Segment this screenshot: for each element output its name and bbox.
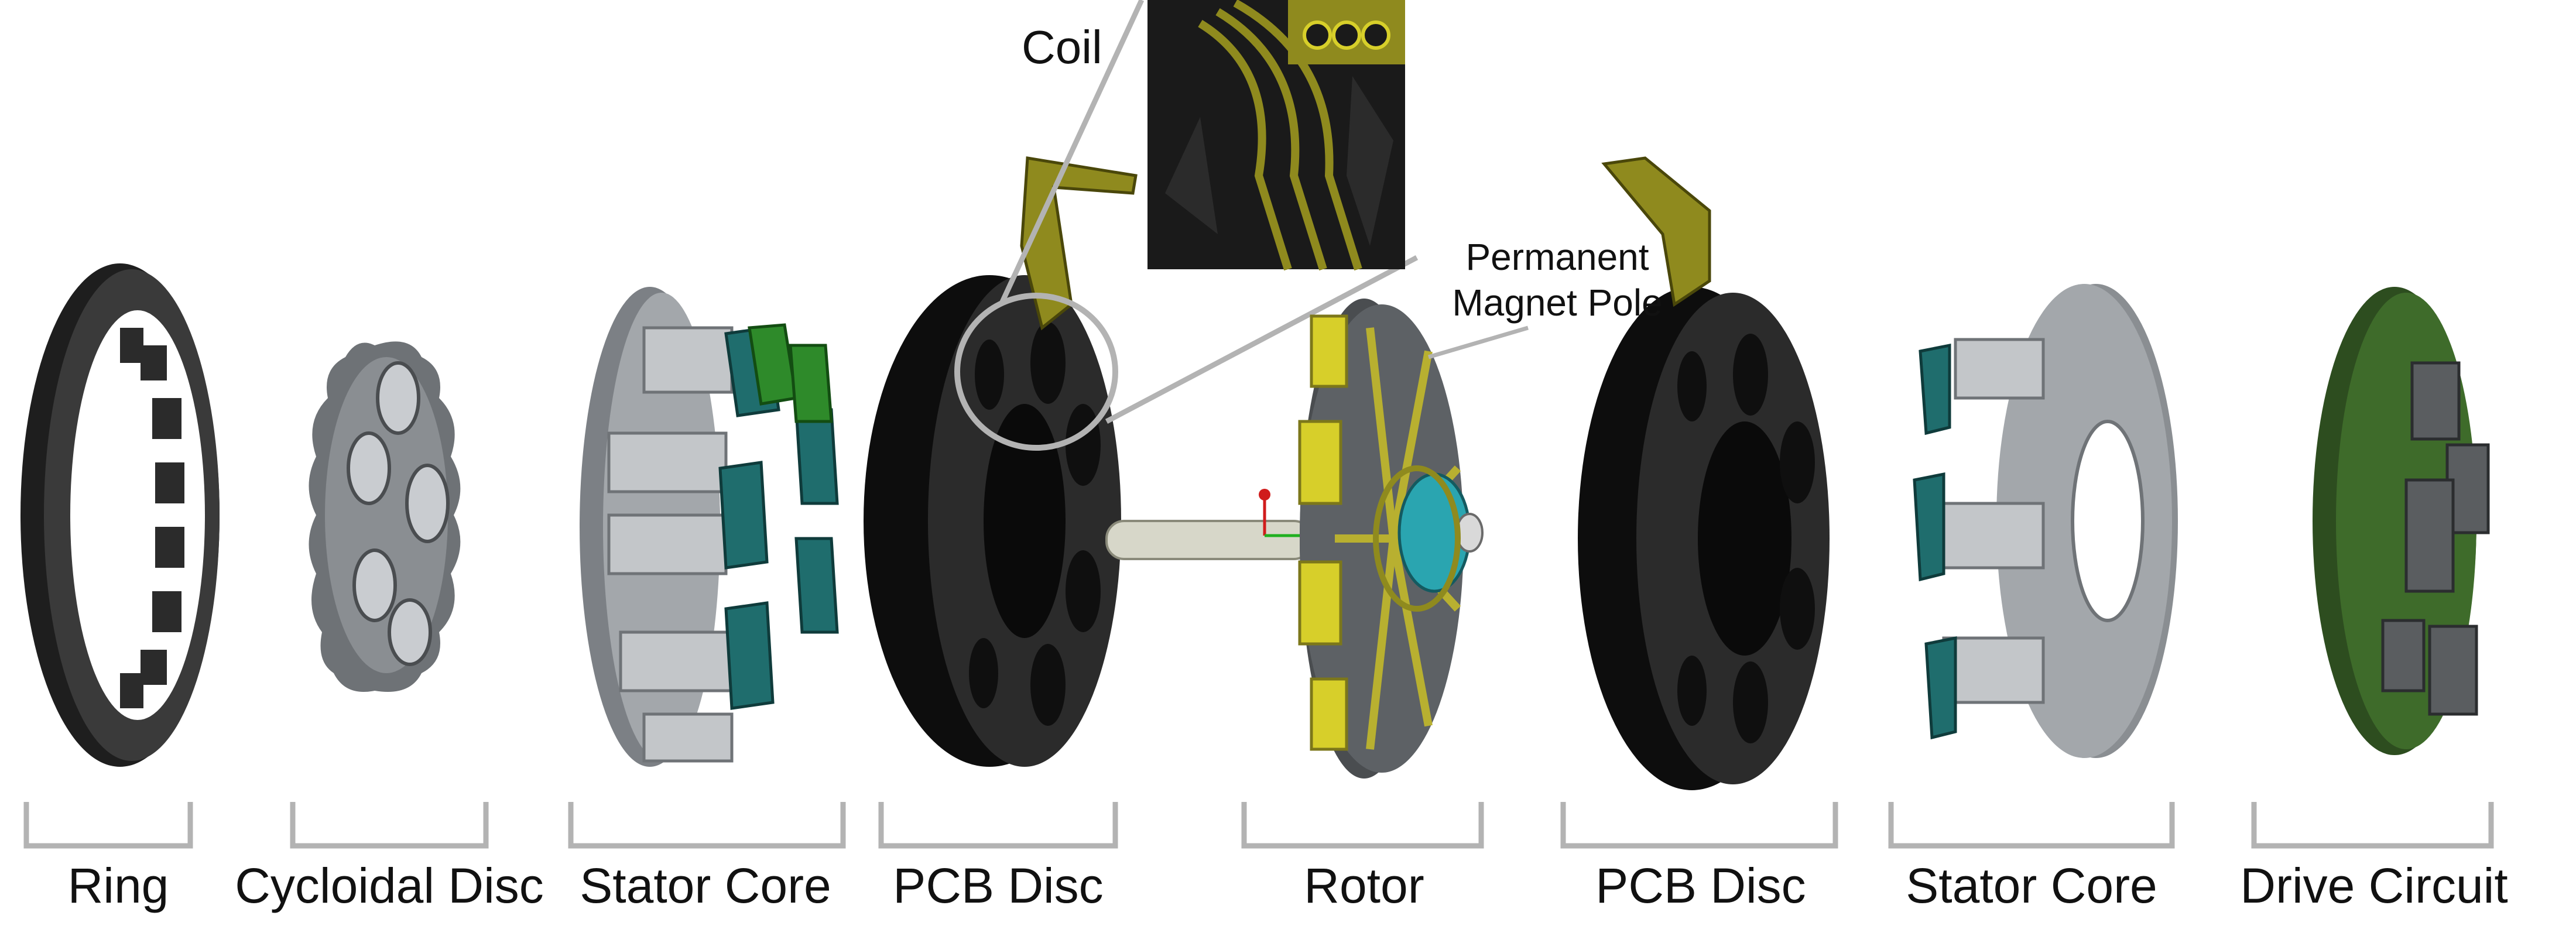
stator-core-right-part (1913, 284, 2178, 758)
bracket-stator-core-right (1888, 802, 2175, 849)
bracket-stator-core-left (568, 802, 846, 849)
pcb-disc-left-part (864, 156, 1138, 767)
coil-label: Coil (1022, 21, 1102, 73)
cycloidal-disc-part (309, 341, 461, 692)
bracket-pcb-disc-right (1560, 802, 1838, 849)
label-stator-core-right: Stator Core (1906, 858, 2157, 913)
label-pcb-disc-left: PCB Disc (893, 858, 1104, 913)
bracket-rotor (1241, 802, 1484, 849)
shaft (1105, 489, 1313, 560)
magnet-label-line2: Magnet Pole (1452, 282, 1663, 324)
permanent-magnet-pole-label: Permanent Magnet Pole (1452, 234, 1662, 325)
magnet-label-line1: Permanent (1465, 236, 1649, 278)
label-cycloidal-disc: Cycloidal Disc (235, 858, 544, 913)
label-rotor: Rotor (1304, 858, 1424, 913)
label-ring: Ring (67, 858, 169, 913)
coil-callout (954, 0, 1419, 451)
magnet-pole-callout-line (1428, 325, 1529, 359)
label-drive-circuit: Drive Circuit (2240, 858, 2508, 913)
bracket-drive-circuit (2251, 802, 2494, 849)
bracket-pcb-disc-left (878, 802, 1118, 849)
label-pcb-disc-right: PCB Disc (1595, 858, 1806, 913)
drive-circuit-part (2313, 287, 2490, 755)
label-brackets (23, 802, 2494, 849)
bracket-ring (23, 802, 193, 849)
ring-part (20, 263, 220, 767)
pcb-disc-right-part (1578, 156, 1830, 790)
bracket-cycloidal-disc (290, 802, 489, 849)
rotor-part (1298, 299, 1484, 779)
label-stator-core-left: Stator Core (580, 858, 831, 913)
stator-core-left-part (580, 287, 839, 767)
